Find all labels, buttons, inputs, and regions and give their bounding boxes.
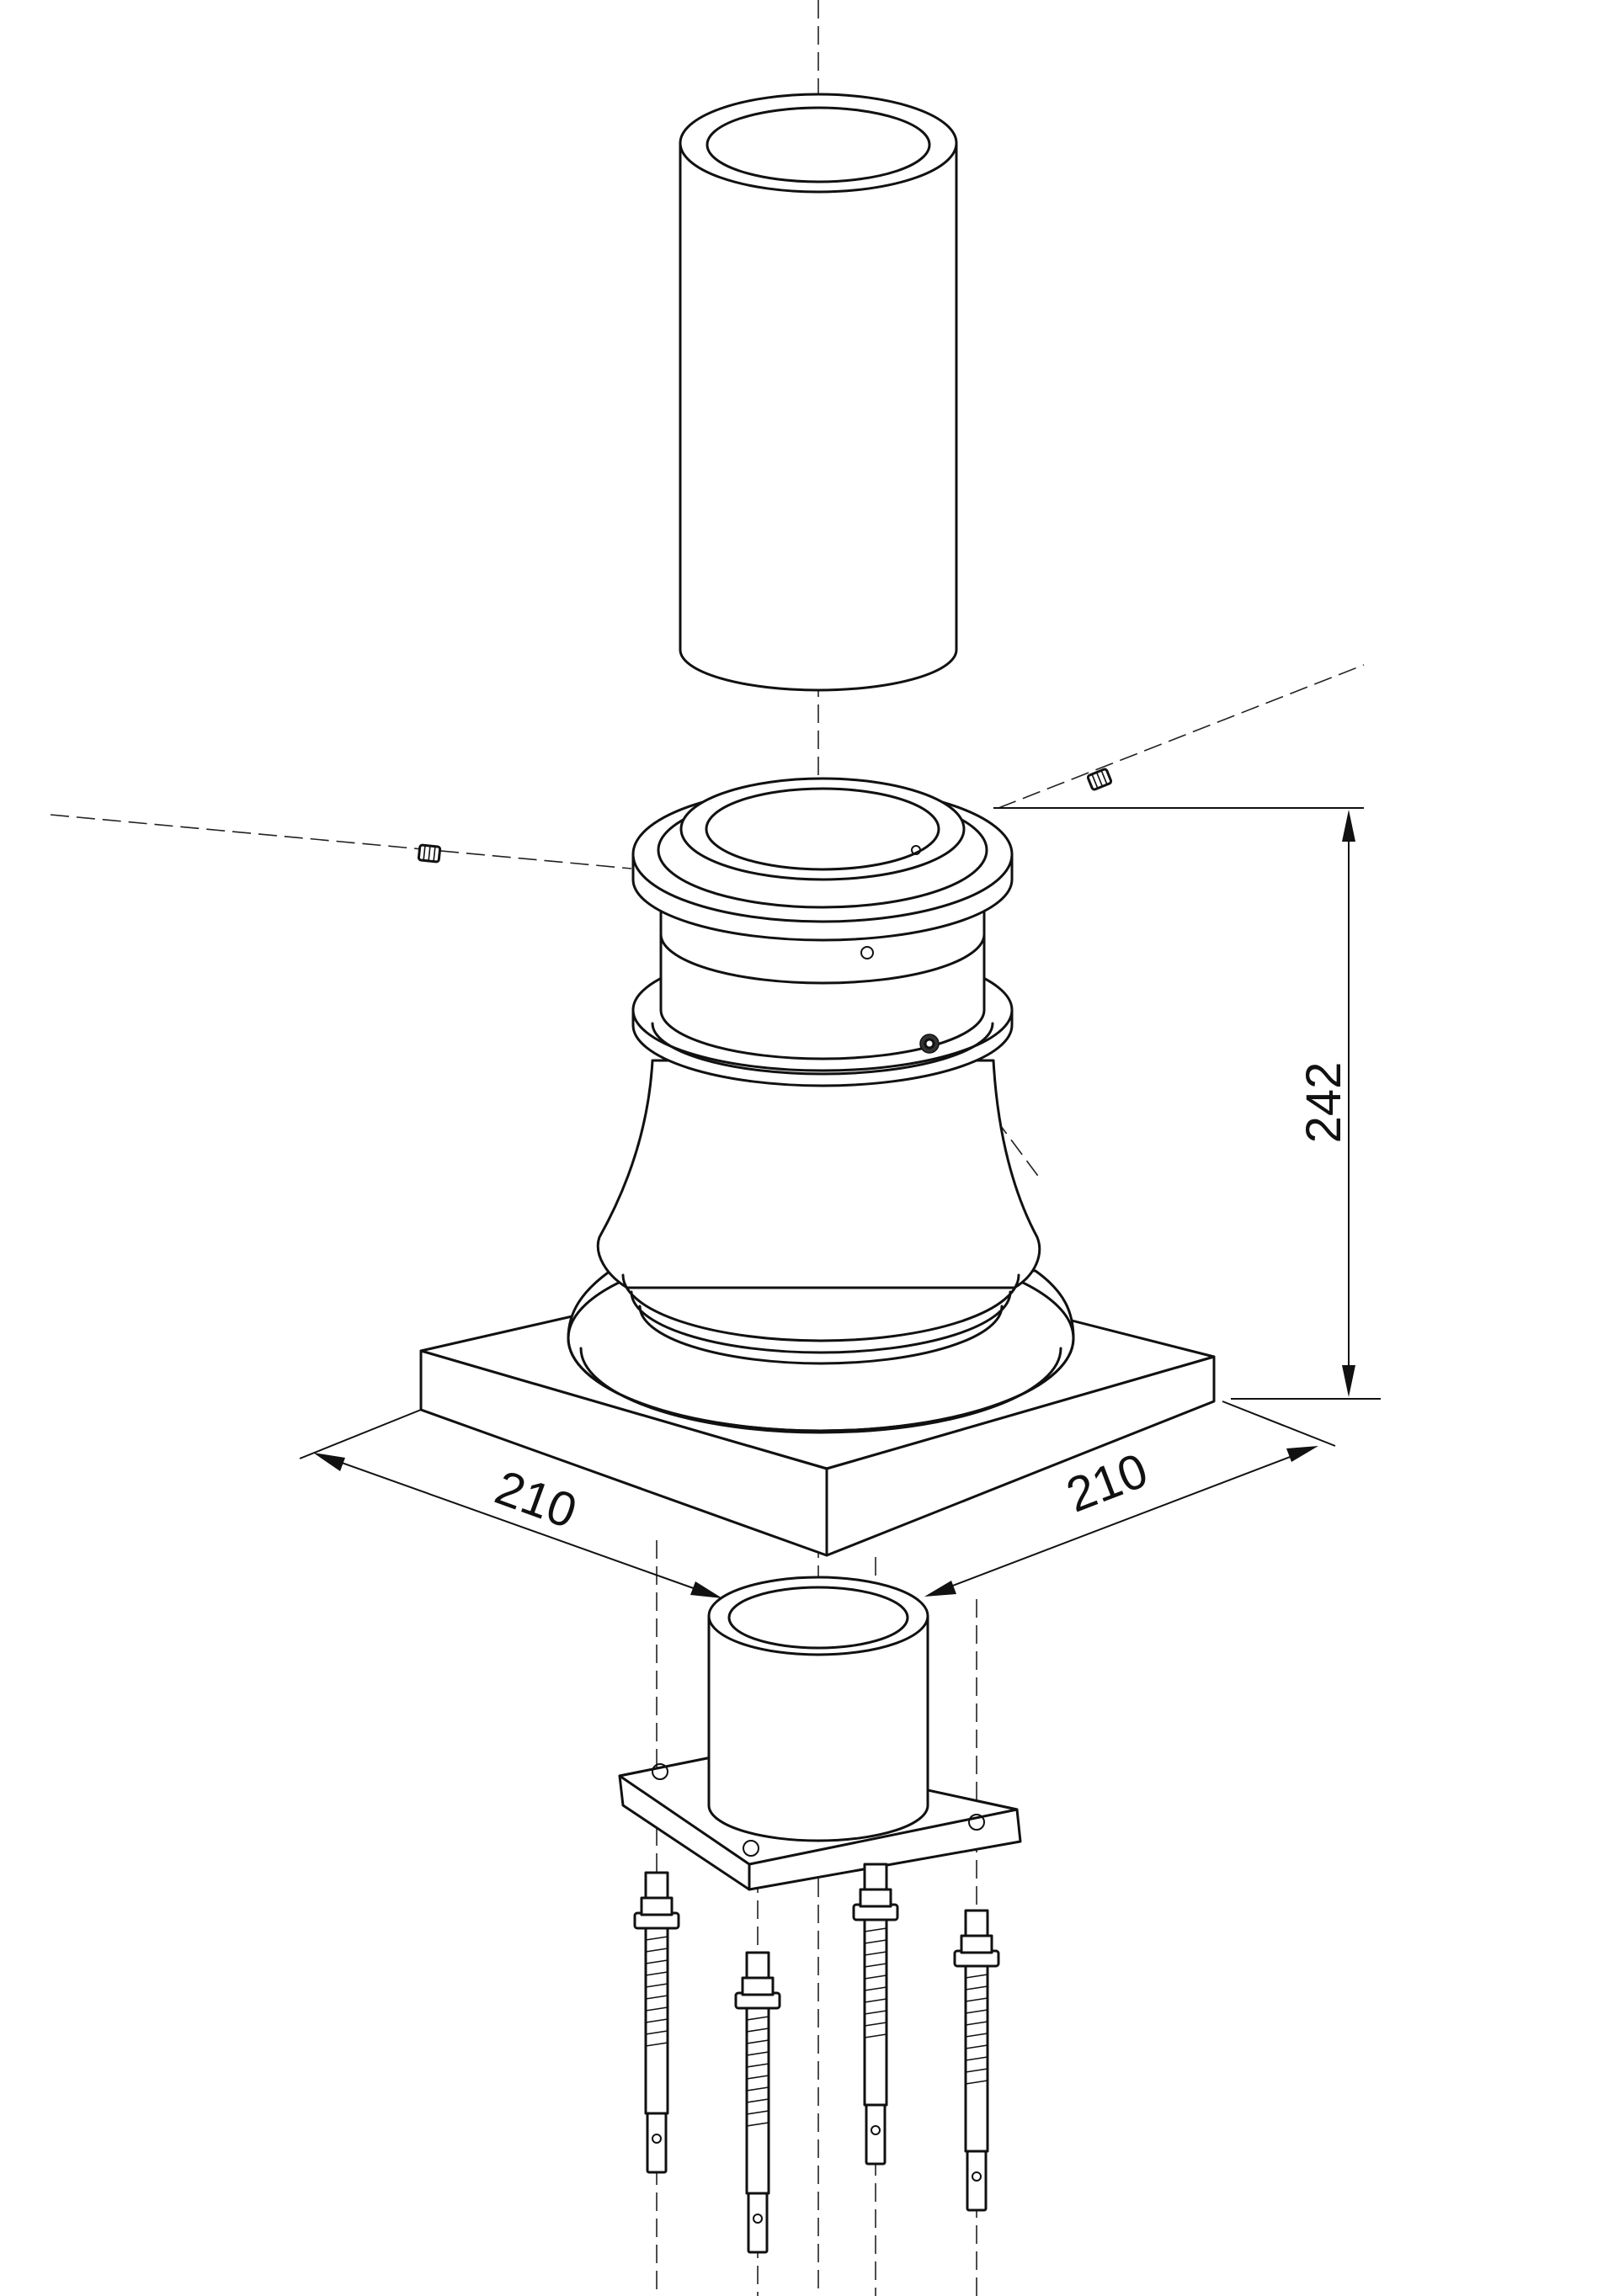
anchor-bolt [734,1951,781,2254]
bollard-base [567,777,1075,1434]
anchor-bolt [953,1909,1000,2212]
grub-screw [919,1034,940,1054]
spigot-flange [618,1576,1022,1891]
grub-screw [417,843,442,864]
tube [679,93,958,692]
dimension-label-width-front: 210 [488,1460,583,1539]
dimension-label-height: 242 [1297,1062,1351,1144]
grub-screw [1086,768,1113,791]
anchor-bolt [852,1863,899,2166]
height-dimension: 242 [993,807,1381,1400]
anchor-bolt [633,1871,680,2174]
